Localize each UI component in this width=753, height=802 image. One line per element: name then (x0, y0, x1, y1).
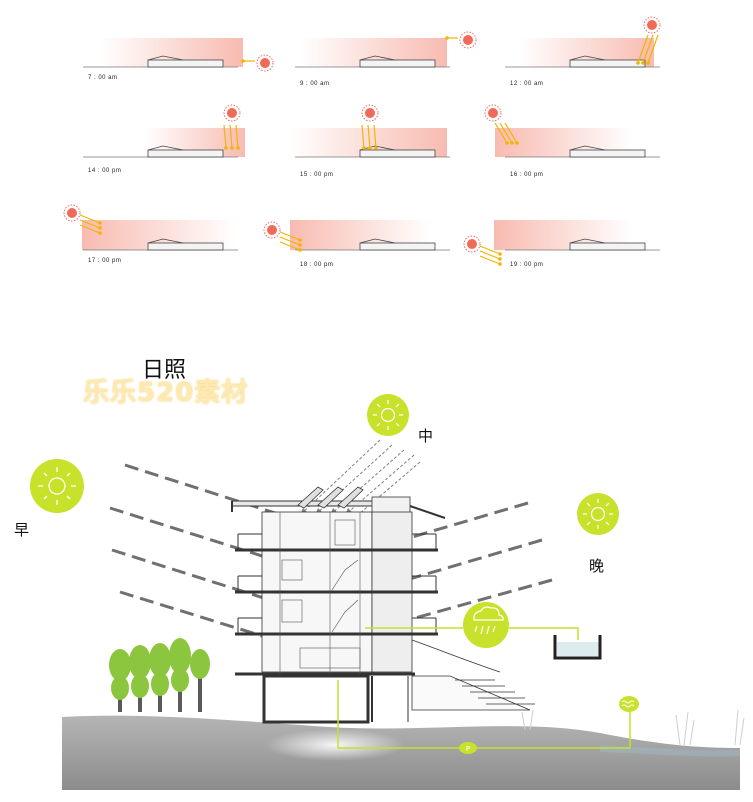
time-label: 7 : 00 am (88, 75, 118, 81)
building-elevation (359, 55, 436, 68)
time-label: 12 : 00 am (510, 81, 544, 87)
sun-icon (583, 499, 613, 529)
building-elevation (569, 238, 646, 251)
sun-ray-arrows (445, 36, 458, 40)
sun-icon (38, 467, 76, 505)
sun-ray-arrows (361, 124, 378, 150)
rain-cloud-icon (473, 606, 504, 635)
time-label: 16 : 00 pm (510, 172, 544, 178)
ground-terrain (62, 715, 740, 790)
sun-icon (484, 104, 502, 122)
sun-study-panel (263, 220, 450, 252)
sun-study-panel (484, 104, 660, 158)
sun-icon (463, 235, 481, 253)
rain-badge (463, 602, 509, 648)
building-elevation (569, 55, 646, 68)
sun-icon (643, 16, 661, 34)
evening-sun-badge (577, 493, 619, 535)
sun-study-panel (83, 104, 245, 158)
sun-ray-arrows (79, 214, 102, 235)
morning-sun-badge (30, 459, 84, 513)
pump-icon: P (459, 742, 477, 754)
section-title: 日照 (142, 358, 187, 383)
noon-sun-badge (367, 394, 409, 436)
building-elevation (147, 55, 224, 68)
sun-icon (223, 104, 241, 122)
sun-icon (63, 204, 81, 222)
sun-icon (373, 400, 403, 430)
time-label: 19 : 00 pm (510, 262, 544, 268)
water-icon (619, 696, 639, 712)
sun-ray-arrows (494, 122, 519, 145)
building-elevation (147, 238, 224, 251)
tree-icon (169, 638, 191, 712)
water-tank-icon (553, 635, 602, 660)
sun-study-panel (83, 38, 274, 72)
time-label: 14 : 00 pm (88, 168, 122, 174)
evening-label: 晚 (589, 557, 605, 575)
sun-study-panel (290, 104, 450, 158)
morning-label: 早 (14, 521, 30, 539)
sun-icon (263, 221, 281, 239)
sun-ray-arrows (241, 59, 255, 63)
tree-icon (149, 643, 171, 712)
sun-study-panel (295, 31, 477, 68)
rainwater-pipe (337, 627, 631, 749)
time-label: 17 : 00 pm (88, 258, 122, 264)
sun-ray-arrows (479, 245, 502, 266)
sun-ray-arrows (279, 231, 302, 252)
watermark-text: 乐乐520素材 (83, 378, 249, 408)
sun-ray-arrows (223, 124, 240, 150)
building (231, 486, 535, 724)
grass-right (521, 709, 745, 746)
water-edge (600, 745, 740, 757)
tree-icon (129, 645, 151, 712)
time-label: 18 : 00 pm (300, 262, 334, 268)
sun-icon (256, 54, 274, 72)
noon-label: 中 (418, 427, 434, 445)
sun-study-panel (505, 16, 661, 68)
tree-icon (190, 649, 210, 712)
svg-text:P: P (466, 745, 470, 753)
building-elevation (359, 238, 436, 251)
building-elevation (569, 145, 646, 158)
sun-icon (361, 104, 379, 122)
sun-study-panel (463, 220, 660, 266)
time-label: 9 : 00 am (300, 81, 330, 87)
sun-study-panel (63, 204, 238, 251)
building-elevation (147, 145, 224, 158)
tree-icon (109, 649, 131, 712)
time-label: 15 : 00 pm (300, 172, 334, 178)
sun-ray-arrows (636, 34, 659, 65)
tree-group (109, 638, 210, 712)
sun-icon (459, 31, 477, 49)
